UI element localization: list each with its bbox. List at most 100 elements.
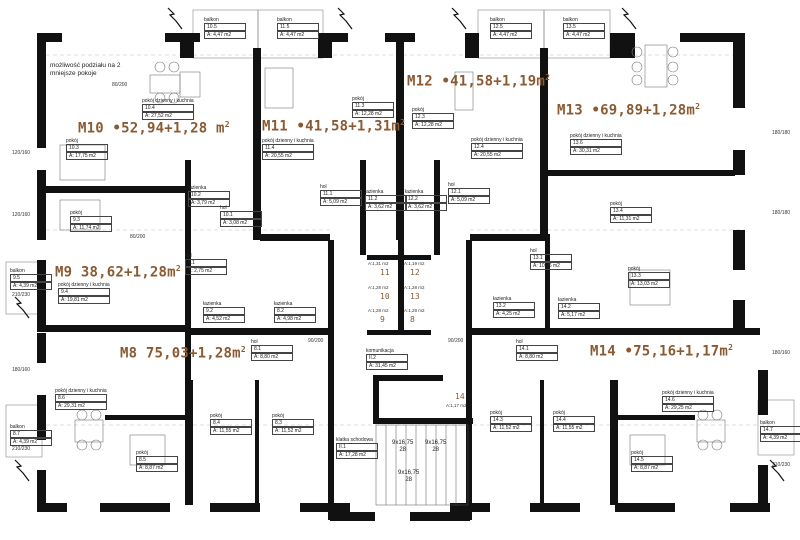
north-arrow-icons: [14, 7, 785, 482]
room-name: pokój dzienny i kuchnia: [58, 282, 110, 288]
apartment-label-m10: M10 •52,94+1,28 m2: [78, 120, 230, 137]
room-area: A: 4,39 m2: [760, 434, 800, 442]
room-area: A: 8,80 m2: [516, 353, 558, 361]
room-area: A: 10,96 m2: [530, 262, 572, 270]
furniture: [59, 44, 726, 466]
room-name: łazienka: [203, 301, 222, 307]
room-number: 8.7: [10, 430, 52, 438]
room-number: 9.1: [185, 259, 227, 267]
room-name: pokój: [66, 138, 78, 144]
room-area: A: 29,31 m2: [55, 402, 107, 410]
room-name: łazienka: [405, 189, 424, 195]
room-area: A: 2,75 m2: [185, 267, 227, 275]
apartment-label-m13: M13 •69,89+1,28m2: [557, 102, 701, 119]
room-area: A: 11,52 m2: [272, 427, 314, 435]
apartment-label-m12: M12 •41,58+1,19m2: [407, 73, 551, 90]
stair-treads: [375, 424, 469, 506]
room-area: A: 12,28 m2: [412, 121, 454, 129]
window-dimension-label: 180/180: [772, 210, 791, 216]
room-name: łazienka: [493, 296, 512, 302]
room-name: balkon: [760, 420, 775, 426]
room-name: hol: [516, 339, 523, 345]
room-number: 11.4: [262, 144, 314, 152]
storage-area: A:1,28 m2: [404, 285, 425, 290]
room-name: klatka schodowa: [336, 437, 373, 443]
room-name: balkon: [277, 17, 292, 23]
window-dimension-label: 210/230: [12, 446, 31, 452]
room-name: pokój: [631, 450, 643, 456]
room-number: 8.3: [272, 419, 314, 427]
room-name: hol: [448, 182, 455, 188]
room-name: balkon: [204, 17, 219, 23]
room-number: 12.1: [448, 188, 490, 196]
room-number: 10.4: [142, 104, 194, 112]
room-number: 14.6: [662, 396, 714, 404]
room-area: A: 31,45 m2: [366, 362, 408, 370]
storage-area: A:1,31 m2: [368, 261, 389, 266]
room-area: A: 3,08 m2: [220, 219, 262, 227]
room-number: 8.4: [210, 419, 252, 427]
room-name: pokój: [272, 413, 284, 419]
room-number: 14.2: [558, 303, 600, 311]
room-name: balkon: [490, 17, 505, 23]
room-name: pokój dzienny i kuchnia: [471, 137, 523, 143]
storage-area: A:1,17 m2: [446, 403, 467, 408]
window-dimension-label: 210/230: [12, 292, 31, 298]
room-area: A: 4,39 m2: [10, 438, 52, 446]
room-area: A: 29,25 m2: [662, 404, 714, 412]
room-number: 10.1: [220, 211, 262, 219]
apartment-label-m11: M11 •41,58+1,31m2: [262, 118, 406, 135]
storage-number: 10: [380, 292, 390, 301]
room-number: 11.1: [320, 190, 362, 198]
room-area: A: 11,52 m2: [490, 424, 532, 432]
storage-number: 14: [455, 392, 465, 401]
room-number: 14.7: [760, 426, 800, 434]
room-number: 9.3: [70, 216, 112, 224]
room-number: 8.2: [274, 307, 316, 315]
room-area: A: 8,80 m2: [251, 353, 293, 361]
storage-area: A:1,19 m2: [404, 261, 425, 266]
door-dimension-label: 90/200: [448, 338, 464, 344]
room-division-note: możliwość podziału na 2 mniejsze pokoje: [50, 62, 121, 77]
room-name: pokój: [70, 210, 82, 216]
room-area: A: 3,62 m2: [405, 203, 447, 211]
door-dimension-label: 80/200: [112, 82, 128, 88]
room-area: A: 5,09 m2: [448, 196, 490, 204]
room-number: 9.2: [203, 307, 245, 315]
room-name: pokój dzienny i kuchnia: [662, 390, 714, 396]
window-dimension-label: 180/160: [12, 367, 31, 373]
room-name: hol: [220, 205, 227, 211]
storage-area: A:1,28 m2: [368, 308, 389, 313]
room-number: 13.1: [530, 254, 572, 262]
room-number: 14.4: [553, 416, 595, 424]
room-area: A: 4,39 m2: [10, 282, 52, 290]
room-number: 10.3: [66, 144, 108, 152]
room-name: pokój: [628, 266, 640, 272]
room-name: hol: [530, 248, 537, 254]
room-area: A: 4,47 m2: [490, 31, 532, 39]
room-name: pokój dzienny i kuchnia: [262, 138, 314, 144]
apartment-label-m8: M8 75,03+1,28m2: [120, 345, 246, 362]
room-number: II.1: [336, 443, 378, 451]
